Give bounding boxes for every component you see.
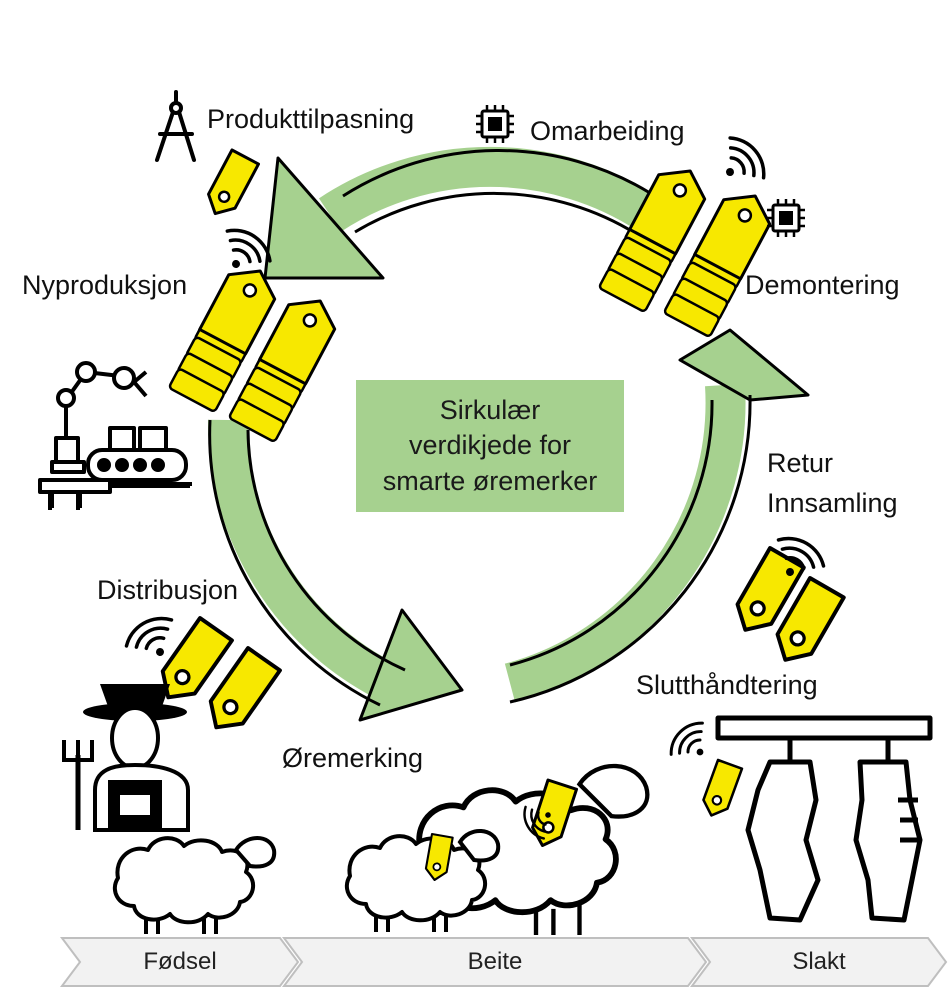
factory-robot-icon (38, 361, 192, 510)
compass-icon (155, 90, 196, 162)
yellow-tag-icon (200, 148, 260, 223)
label-retur: Retur (767, 448, 834, 478)
stage-chevron-fodsel (60, 937, 300, 987)
label-omarbeiding: Omarbeiding (530, 116, 685, 146)
yellow-tag-icon (698, 758, 744, 822)
large-sheep-icon (415, 763, 650, 936)
arrow-right-head (678, 328, 810, 402)
tag-stack-nyproduksjon (167, 257, 345, 444)
tag-pair-distribusjon (150, 616, 282, 741)
arrow-top-head (263, 156, 385, 280)
chip-icon (474, 103, 516, 145)
label-innsamling: Innsamling (767, 488, 898, 518)
center-title-line-3: smarte øremerker (382, 465, 598, 496)
lamb-icon (344, 829, 501, 932)
label-produkttilpasning: Produkttilpasning (207, 104, 415, 134)
tag-pair-retur (726, 546, 846, 672)
arrow-left-head (358, 608, 464, 722)
center-title-line-1: Sirkulær (439, 394, 541, 425)
stage-chevron-beite (282, 937, 708, 987)
label-distribusjon: Distribusjon (97, 575, 239, 605)
chip-icon (765, 197, 807, 239)
arrow-right (504, 383, 746, 703)
stage-label-beite: Beite (467, 948, 523, 975)
wifi-icon (708, 129, 774, 197)
stage-label-slakt: Slakt (792, 948, 846, 975)
wifi-icon (662, 714, 720, 772)
arrow-left (207, 419, 413, 709)
label-demontering: Demontering (745, 270, 900, 300)
stage-label-fodsel: Fødsel (143, 948, 217, 975)
stage-chevron-slakt (690, 937, 948, 987)
label-oremerking: Øremerking (282, 743, 424, 773)
farmer-icon (62, 684, 190, 832)
sheep-icon (112, 836, 277, 934)
arrow-top (318, 146, 662, 232)
stage-bar (60, 937, 948, 987)
center-title-box: Sirkulær verdikjede for smarte øremerker (356, 380, 624, 512)
carcass-rail-icon (715, 715, 933, 923)
label-nyproduksjon: Nyproduksjon (22, 270, 188, 300)
center-title-line-2: verdikjede for (408, 430, 572, 461)
label-slutthandtering: Slutthåndtering (636, 670, 818, 700)
